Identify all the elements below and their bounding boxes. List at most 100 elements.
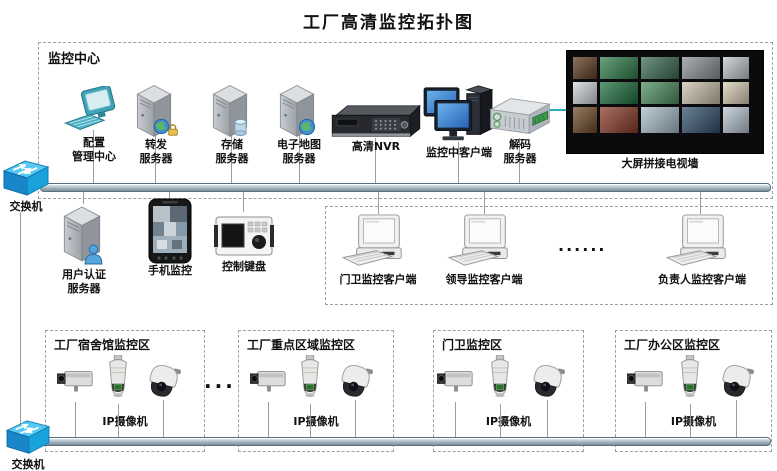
device-label: 服务器 — [503, 152, 537, 166]
zone-title: 工厂办公区监控区 — [624, 338, 721, 352]
tv-wall-thumbnail — [682, 57, 720, 79]
leader-client: 领导监控客户端 — [438, 213, 530, 287]
box-camera-icon — [250, 362, 288, 402]
smartphone-icon — [148, 198, 192, 264]
device-label: 监控中客户端 — [426, 146, 492, 159]
tv-wall-thumbnail — [600, 57, 638, 79]
server-tower-icon — [212, 85, 248, 137]
switch-top: 交换机 — [2, 158, 50, 214]
device-label: 用户认证 — [62, 268, 106, 281]
connector-line — [484, 190, 485, 214]
dome-camera-icon — [675, 355, 705, 405]
desktop-pc-icon — [341, 213, 415, 273]
connector-line — [163, 400, 164, 438]
decoder-icon — [486, 94, 554, 138]
tv-wall-thumbnail — [641, 82, 679, 104]
top-bus-bar — [40, 183, 771, 192]
dome-camera-icon — [103, 355, 133, 405]
device-label: 配置 — [83, 136, 105, 149]
device-label: 解码 — [509, 138, 531, 151]
tv-wall-label: 大屏拼接电视墙 — [621, 157, 699, 170]
control-keyboard-icon — [214, 212, 274, 260]
server-tower-icon — [136, 85, 178, 137]
switch-trunk-line — [20, 212, 21, 424]
config-management-center: 配置 管理中心 — [56, 86, 132, 165]
tv-wall-grid — [573, 57, 757, 133]
control-keyboard: 控制键盘 — [213, 212, 275, 274]
bottom-bus-bar — [40, 437, 771, 446]
tv-wall — [566, 50, 764, 154]
connector-line — [299, 134, 300, 184]
tv-wall-thumbnail — [600, 82, 638, 104]
camera-label: IP摄像机 — [670, 415, 717, 428]
dome-camera-icon — [485, 355, 515, 405]
emap-server: 电子地图 服务器 — [266, 82, 332, 167]
connector-line — [93, 130, 94, 184]
connector-line — [690, 404, 691, 438]
connector-line — [75, 402, 76, 438]
device-label: 负责人监控客户端 — [658, 273, 746, 286]
device-label: 高清NVR — [351, 140, 401, 153]
switch-label: 交换机 — [9, 200, 43, 213]
mini-dome-camera-icon — [529, 360, 565, 402]
device-label: 服务器 — [67, 282, 101, 296]
zone-box-2: 工厂重点区域监控区 IP摄像机 — [238, 330, 394, 452]
tv-wall-thumbnail — [723, 82, 749, 104]
connector-line — [500, 404, 501, 438]
connector-line — [169, 190, 170, 200]
switch-label: 交换机 — [11, 458, 45, 471]
connector-line — [268, 402, 269, 438]
desktop-pc-icon — [447, 213, 521, 273]
device-label: 服务器 — [139, 152, 173, 166]
zone-title: 工厂宿舍馆监控区 — [54, 338, 151, 352]
zone-box-4: 工厂办公区监控区 IP摄像机 — [615, 330, 772, 452]
connector-line — [736, 400, 737, 438]
connector-line — [118, 404, 119, 438]
tv-wall-thumbnail — [723, 107, 749, 133]
decoder-server: 解码 服务器 — [486, 94, 554, 167]
forward-server: 转发 服务器 — [126, 82, 186, 167]
storage-server: 存储 服务器 — [202, 82, 262, 167]
zones-ellipsis: ··· — [204, 374, 236, 398]
device-label: 转发 — [145, 138, 167, 151]
connector-line — [243, 190, 244, 212]
server-tower-icon — [63, 206, 103, 265]
device-label: 服务器 — [282, 152, 316, 166]
connector-line — [458, 142, 459, 184]
tv-wall-thumbnail — [641, 57, 679, 79]
server-tower-icon — [279, 85, 316, 137]
zone-box-1: 工厂宿舍馆监控区 IP摄像机 — [45, 330, 205, 452]
monitoring-center-label: 监控中心 — [48, 52, 101, 67]
box-camera-icon — [627, 362, 665, 402]
device-label: 服务器 — [215, 152, 249, 166]
zone-title: 门卫监控区 — [442, 338, 503, 352]
tv-wall-thumbnail — [682, 82, 720, 104]
center-client: 监控中客户端 — [420, 84, 498, 160]
connector-line — [231, 134, 232, 184]
switch-icon — [3, 158, 49, 200]
phone-monitor: 手机监控 — [146, 198, 194, 278]
connector-line — [455, 402, 456, 438]
box-camera-icon — [437, 362, 475, 402]
mini-dome-camera-icon — [718, 360, 754, 402]
gate-client: 门卫监控客户端 — [332, 213, 424, 287]
tv-wall-thumbnail — [600, 107, 638, 133]
tv-wall-thumbnail — [573, 107, 597, 133]
hd-nvr: 高清NVR — [328, 102, 424, 154]
connector-line — [375, 138, 376, 184]
camera-label: IP摄像机 — [293, 415, 339, 428]
auth-server: 用户认证 服务器 — [52, 202, 116, 297]
clients-box — [325, 206, 773, 305]
device-label: 电子地图 — [277, 138, 321, 151]
tv-wall-thumbnail — [573, 82, 597, 104]
camera-label: IP摄像机 — [485, 415, 532, 428]
camera-label: IP摄像机 — [102, 415, 148, 428]
decoder-wall-cable — [543, 109, 567, 111]
connector-line — [378, 190, 379, 214]
mini-dome-camera-icon — [337, 360, 373, 402]
tv-wall-thumbnail — [641, 107, 679, 133]
tv-wall-thumbnail — [723, 57, 749, 79]
desktop-pc-icon — [665, 213, 739, 273]
connector-line — [310, 404, 311, 438]
